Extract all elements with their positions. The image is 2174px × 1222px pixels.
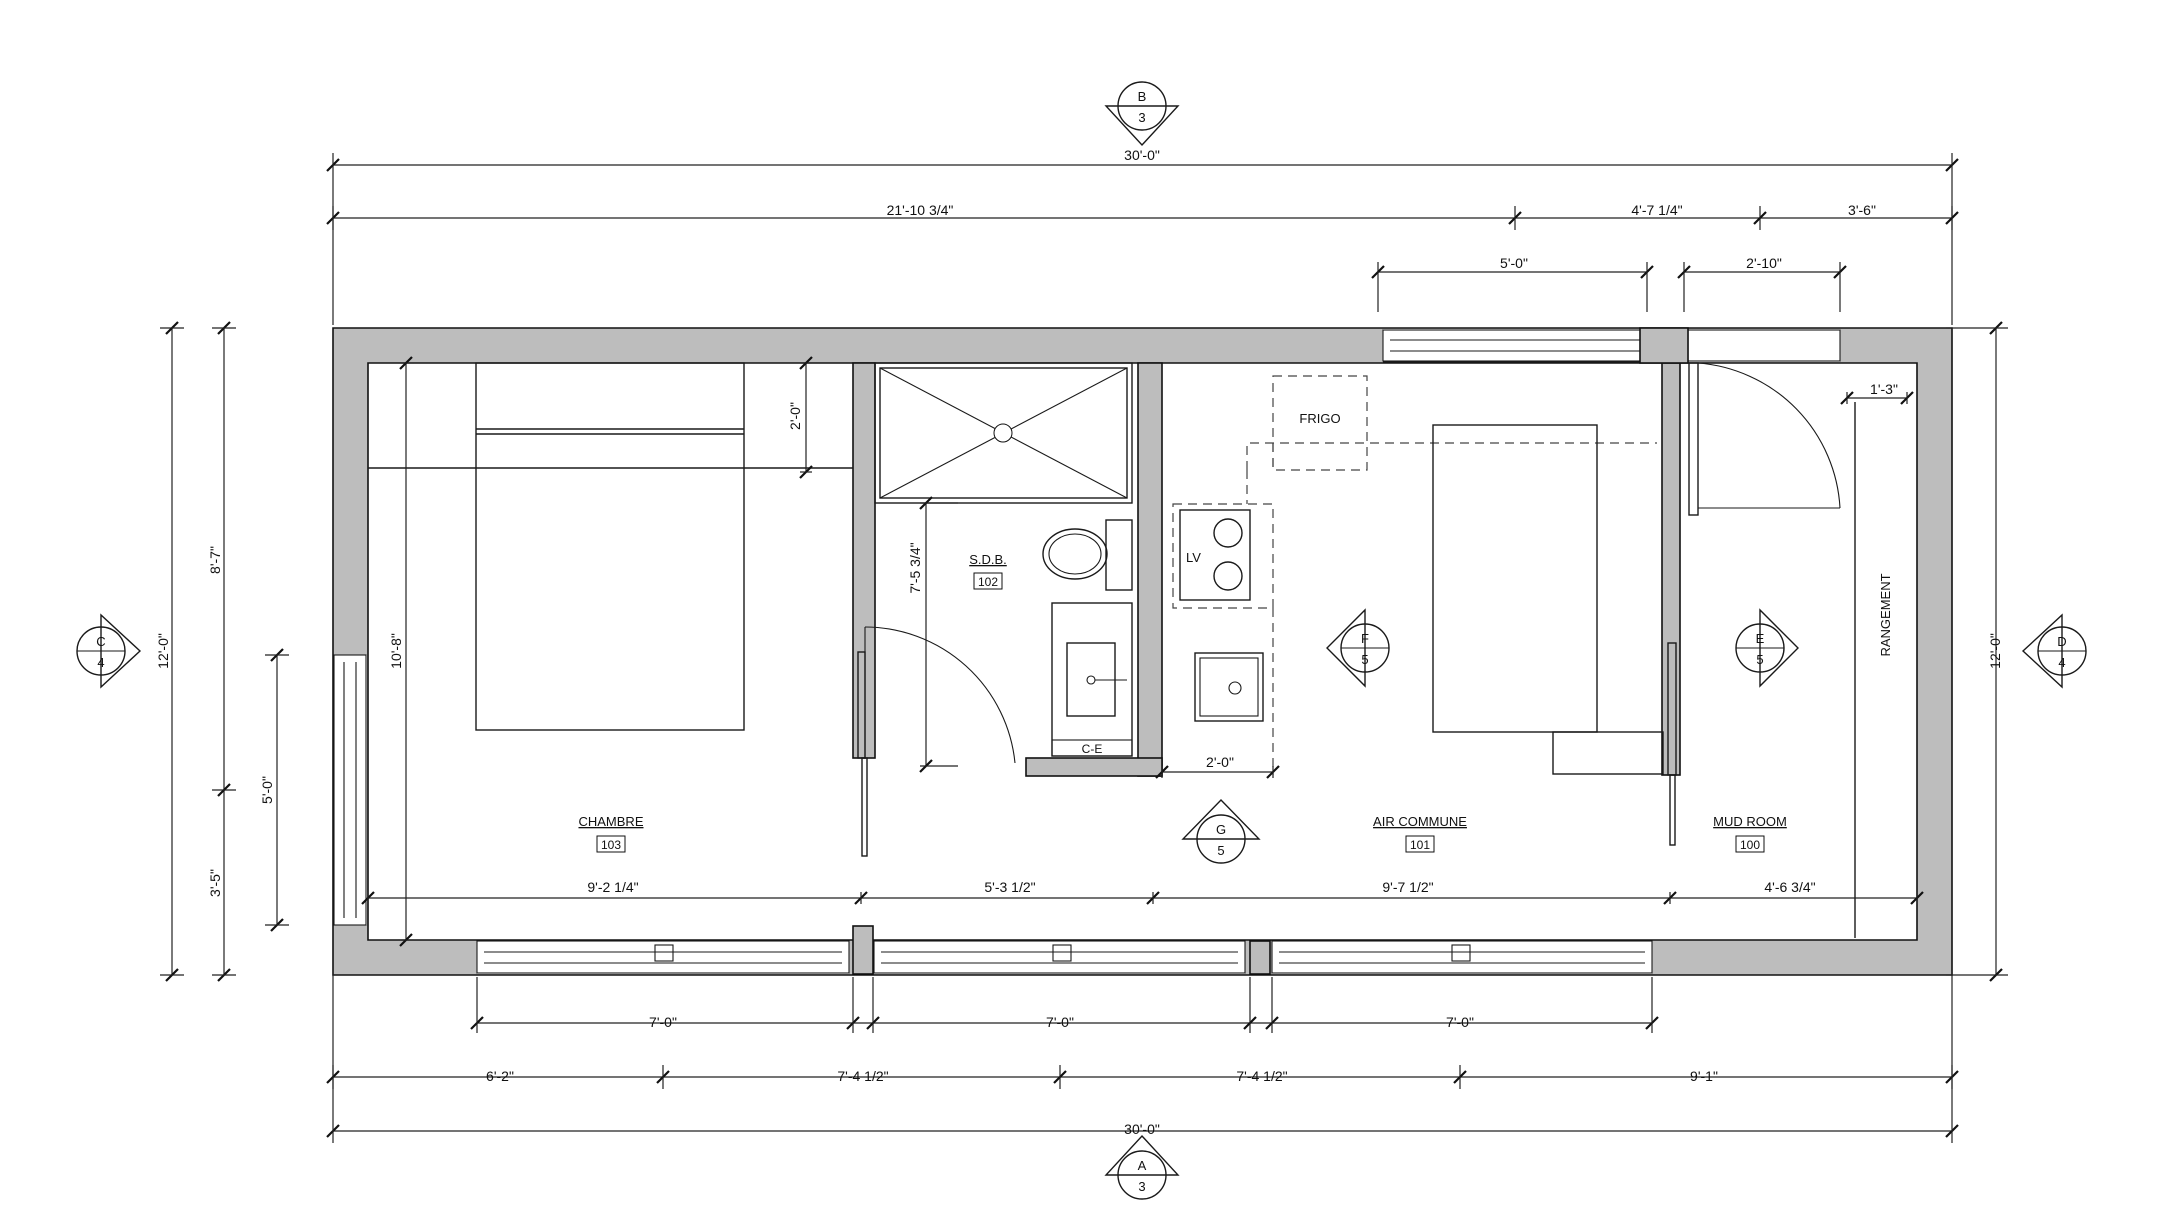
- dim-left-window: 5'-0": [259, 776, 275, 804]
- toilet: [1042, 519, 1133, 591]
- dim-left-upper: 8'-7": [207, 546, 223, 574]
- dim-top-seg-a: 21'-10 3/4": [887, 202, 954, 218]
- shower: [874, 362, 1133, 504]
- room-number-sdb: 102: [978, 575, 998, 589]
- exterior-walls: [332, 327, 1953, 976]
- marker-g-sheet: 5: [1217, 843, 1224, 858]
- dim-right-storage: 1'-3": [1870, 381, 1898, 397]
- dim-bottom-seg1: 6'-2": [486, 1068, 514, 1084]
- dim-mud: 4'-6 3/4": [1764, 879, 1815, 895]
- dim-bottom-seg4: 9'-1": [1690, 1068, 1718, 1084]
- kitchen: [1172, 375, 1664, 775]
- bathroom-door: [857, 626, 1016, 857]
- section-marker-right: D 4: [2021, 613, 2087, 689]
- marker-e-sheet: 5: [1756, 652, 1763, 667]
- section-marker-e: E 5: [1735, 608, 1799, 688]
- marker-left-letter: C: [96, 634, 105, 649]
- room-labels: CHAMBRE 103 S.D.B. 102 AIR COMMUNE 101 M…: [578, 552, 1787, 853]
- dim-top-window: 5'-0": [1500, 255, 1528, 271]
- marker-right-sheet: 4: [2058, 655, 2065, 670]
- label-ce: C-E: [1082, 742, 1103, 756]
- room-number-mud: 100: [1740, 838, 1760, 852]
- marker-right-letter: D: [2057, 634, 2066, 649]
- marker-g-letter: G: [1216, 822, 1226, 837]
- marker-f-sheet: 5: [1361, 652, 1368, 667]
- room-name-sdb: S.D.B.: [969, 552, 1007, 567]
- room-name-chambre: CHAMBRE: [578, 814, 643, 829]
- section-marker-bottom: A 3: [1104, 1134, 1180, 1200]
- windows: [333, 329, 1841, 975]
- section-marker-f: F 5: [1326, 608, 1390, 688]
- dim-top-overall: 30'-0": [1124, 147, 1160, 163]
- dim-sdb: 5'-3 1/2": [984, 879, 1035, 895]
- dim-top-seg-c: 3'-6": [1848, 202, 1876, 218]
- room-name-commune: AIR COMMUNE: [1373, 814, 1467, 829]
- bed: [368, 362, 853, 731]
- dim-top-seg-b: 4'-7 1/4": [1631, 202, 1682, 218]
- section-marker-left: C 4: [76, 613, 142, 689]
- dim-left-inner: 10'-8": [388, 633, 404, 669]
- marker-left-sheet: 4: [97, 655, 104, 670]
- dim-bed-clear: 2'-0": [787, 402, 803, 430]
- interior-walls: [852, 327, 1689, 777]
- dim-bottom-seg3: 7'-4 1/2": [1236, 1068, 1287, 1084]
- room-name-mud: MUD ROOM: [1713, 814, 1787, 829]
- marker-f-letter: F: [1361, 631, 1369, 646]
- label-lv: LV: [1186, 550, 1201, 565]
- dim-right-overall: 12'-0": [1987, 633, 2003, 669]
- interior-doors: [1667, 642, 1677, 846]
- dim-left-overall: 12'-0": [155, 633, 171, 669]
- dimension-lines: [160, 153, 2008, 1143]
- marker-bottom-sheet: 3: [1138, 1179, 1145, 1194]
- label-rangement: RANGEMENT: [1878, 573, 1893, 656]
- dim-chambre: 9'-2 1/4": [587, 879, 638, 895]
- marker-top-sheet: 3: [1138, 110, 1145, 125]
- section-marker-g: G 5: [1181, 798, 1261, 864]
- room-number-chambre: 103: [601, 838, 621, 852]
- dim-bottom-win3: 7'-0": [1446, 1014, 1474, 1030]
- dim-bottom-seg2: 7'-4 1/2": [837, 1068, 888, 1084]
- dimension-labels: 30'-0" 21'-10 3/4" 4'-7 1/4" 3'-6" 5'-0"…: [155, 147, 2003, 1137]
- fixture-labels: FRIGO LV C-E RANGEMENT: [1082, 411, 1893, 756]
- dim-bottom-win2: 7'-0": [1046, 1014, 1074, 1030]
- section-marker-top: B 3: [1104, 81, 1180, 147]
- label-frigo: FRIGO: [1299, 411, 1340, 426]
- dim-bath-depth: 7'-5 3/4": [907, 542, 923, 593]
- entry-door: [1688, 362, 1841, 516]
- dim-top-door: 2'-10": [1746, 255, 1782, 271]
- marker-top-letter: B: [1138, 89, 1147, 104]
- dim-bottom-win1: 7'-0": [649, 1014, 677, 1030]
- vanity: [1051, 602, 1133, 757]
- marker-e-letter: E: [1756, 631, 1765, 646]
- marker-bottom-letter: A: [1138, 1158, 1147, 1173]
- dim-bottom-overall: 30'-0": [1124, 1121, 1160, 1137]
- dim-counter: 2'-0": [1206, 754, 1234, 770]
- dim-left-lower: 3'-5": [207, 869, 223, 897]
- dim-commune: 9'-7 1/2": [1382, 879, 1433, 895]
- room-number-commune: 101: [1410, 838, 1430, 852]
